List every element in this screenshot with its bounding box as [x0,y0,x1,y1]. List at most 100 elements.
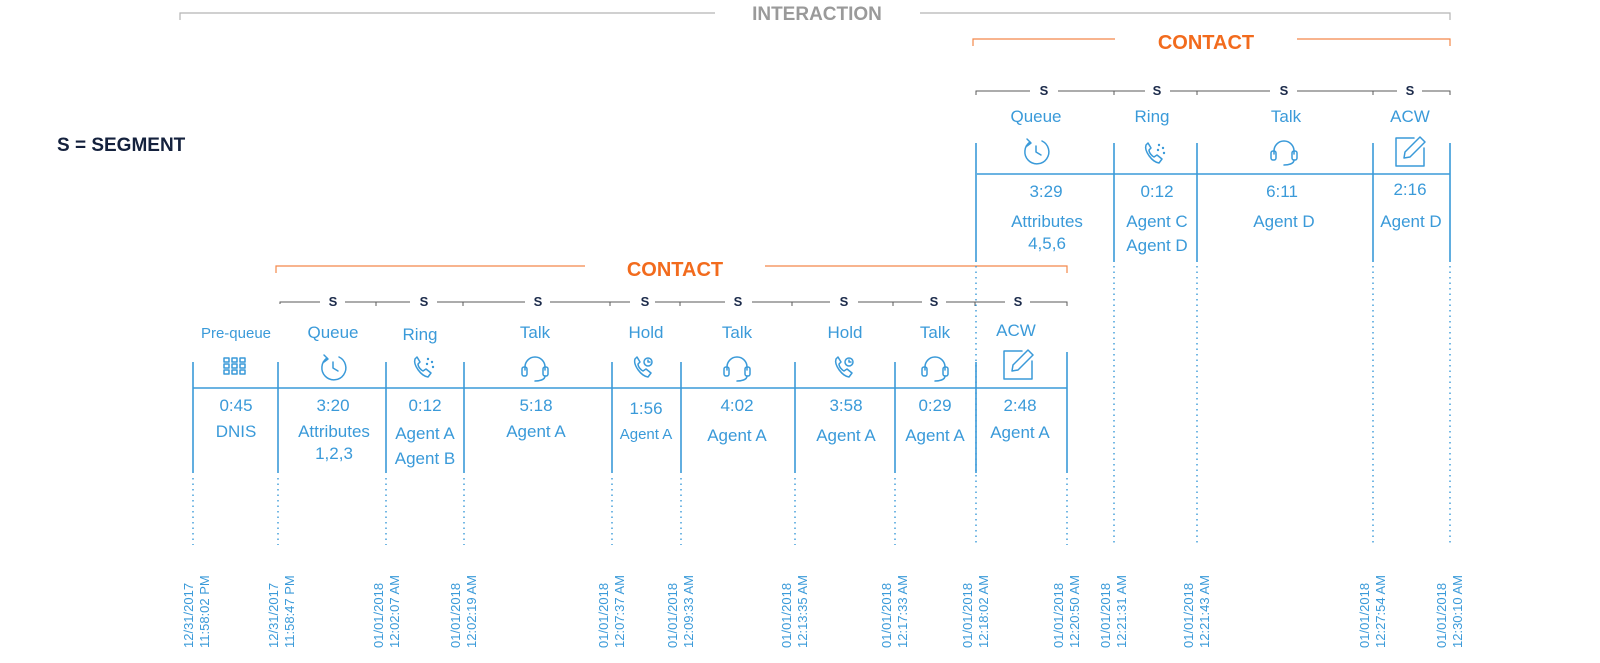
timer-icon [321,354,347,381]
timestamp-time: 12:27:54 AM [1373,575,1388,648]
segment-marker: S [1280,83,1289,98]
timestamp-time: 12:09:33 AM [681,575,696,648]
headset-icon [521,356,549,382]
timestamp-time: 12:20:50 AM [1067,575,1082,648]
timestamp-time: 11:58:02 PM [197,575,212,648]
phase-duration: 3:29 [1029,182,1062,201]
phase-detail: Agent A [506,422,566,441]
segment-marker: S [1040,83,1049,98]
phase-detail: 1,2,3 [315,444,353,463]
phase-duration: 3:58 [829,396,862,415]
phase-duration: 0:12 [408,396,441,415]
contact-1-label: CONTACT [627,259,723,281]
contact-1-durations: 0:45 3:20 0:12 5:18 1:56 4:02 3:58 0:29 … [219,396,1036,418]
headset-icon [723,356,751,382]
timestamp-date: 01/01/2018 [879,583,894,648]
timestamp-date: 01/01/2018 [1181,583,1196,648]
headset-icon [1270,140,1298,166]
ringing-phone-icon [413,356,435,378]
segment-marker: S [1014,294,1023,309]
timestamp-date: 01/01/2018 [779,583,794,648]
timestamp-time: 12:02:19 AM [464,575,479,648]
segment-marker: S [420,294,429,309]
contact-1-details: DNIS Attributes 1,2,3 Agent A Agent B Ag… [216,422,1051,468]
phase-duration: 0:29 [918,396,951,415]
phase-duration: 6:11 [1266,182,1298,201]
phase-detail: 4,5,6 [1028,234,1066,253]
contact-2-details: Attributes 4,5,6 Agent C Agent D Agent D… [1011,212,1442,255]
timestamp-date: 01/01/2018 [1098,583,1113,648]
timestamps: 12/31/2017 11:58:02 PM 12/31/2017 11:58:… [181,575,1465,648]
phase-detail: Agent D [1126,236,1187,255]
contact-2-durations: 3:29 0:12 6:11 2:16 [1029,180,1426,201]
timestamp-date: 01/01/2018 [1051,583,1066,648]
phase-name: Queue [307,323,358,342]
phase-detail: Agent A [620,426,673,443]
ringing-phone-icon [1144,142,1166,164]
contact-2-label: CONTACT [1158,32,1254,54]
phase-detail: Agent A [816,426,876,445]
contact-1-phase-labels: Pre-queue Queue Ring Talk Hold Talk Hold… [201,321,1036,344]
time-guides [192,266,1451,545]
segment-marker: S [329,294,338,309]
timestamp-date: 12/31/2017 [266,583,281,648]
phase-name: Pre-queue [201,325,271,342]
phase-name: Talk [520,323,551,342]
contact-1-segment-markers: S S S S S S S S [279,294,1068,309]
contact-2-segment-markers: S S S S [975,83,1451,98]
edit-note-icon [1395,136,1426,167]
phase-name: Talk [920,323,951,342]
segment-marker: S [734,294,743,309]
segment-marker: S [1153,83,1162,98]
phase-detail: Agent A [905,426,965,445]
phase-detail: Agent B [395,449,456,468]
segment-marker: S [1406,83,1415,98]
timestamp-time: 12:18:02 AM [976,575,991,648]
phase-detail: DNIS [216,422,257,441]
interaction-bracket: INTERACTION [179,4,1451,25]
phase-name: ACW [996,321,1036,340]
phase-duration: 2:48 [1003,396,1036,415]
timestamp-time: 12:21:31 AM [1114,575,1129,648]
timestamp-time: 12:17:33 AM [895,575,910,648]
keypad-icon [223,357,246,375]
interaction-label: INTERACTION [752,4,882,25]
edit-note-icon [1003,349,1034,380]
phase-detail: Agent D [1253,212,1314,231]
phase-name: ACW [1390,107,1430,126]
phase-name: Ring [1135,107,1170,126]
contact-2-timeline [975,143,1451,262]
segment-marker: S [641,294,650,309]
segment-marker: S [840,294,849,309]
timestamp-time: 12:13:35 AM [795,575,810,648]
phase-detail: Attributes [298,422,370,441]
phase-duration: 1:56 [629,399,662,418]
timestamp-date: 01/01/2018 [1434,583,1449,648]
timestamp-time: 12:07:37 AM [612,575,627,648]
phase-name: Hold [828,323,863,342]
phase-detail: Agent D [1380,212,1441,231]
timestamp-date: 12/31/2017 [181,583,196,648]
timestamp-date: 01/01/2018 [665,583,680,648]
segment-marker: S [930,294,939,309]
contact-2-phase-labels: Queue Ring Talk ACW [1010,107,1429,126]
phase-detail: Agent A [395,424,455,443]
timestamp-time: 12:21:43 AM [1197,575,1212,648]
contact-2-bracket: CONTACT [972,32,1451,54]
phase-duration: 0:12 [1140,182,1173,201]
hold-phone-icon [834,356,854,378]
headset-icon [921,356,949,382]
hold-phone-icon [633,356,653,378]
timer-icon [1024,138,1050,165]
timestamp-time: 11:58:47 PM [282,575,297,648]
contact-1-bracket: CONTACT [275,259,1068,281]
timestamp-date: 01/01/2018 [448,583,463,648]
phase-detail: Agent C [1126,212,1187,231]
phase-name: Talk [1271,107,1302,126]
phase-duration: 4:02 [720,396,753,415]
phase-duration: 3:20 [316,396,349,415]
timestamp-date: 01/01/2018 [371,583,386,648]
phase-name: Hold [629,323,664,342]
